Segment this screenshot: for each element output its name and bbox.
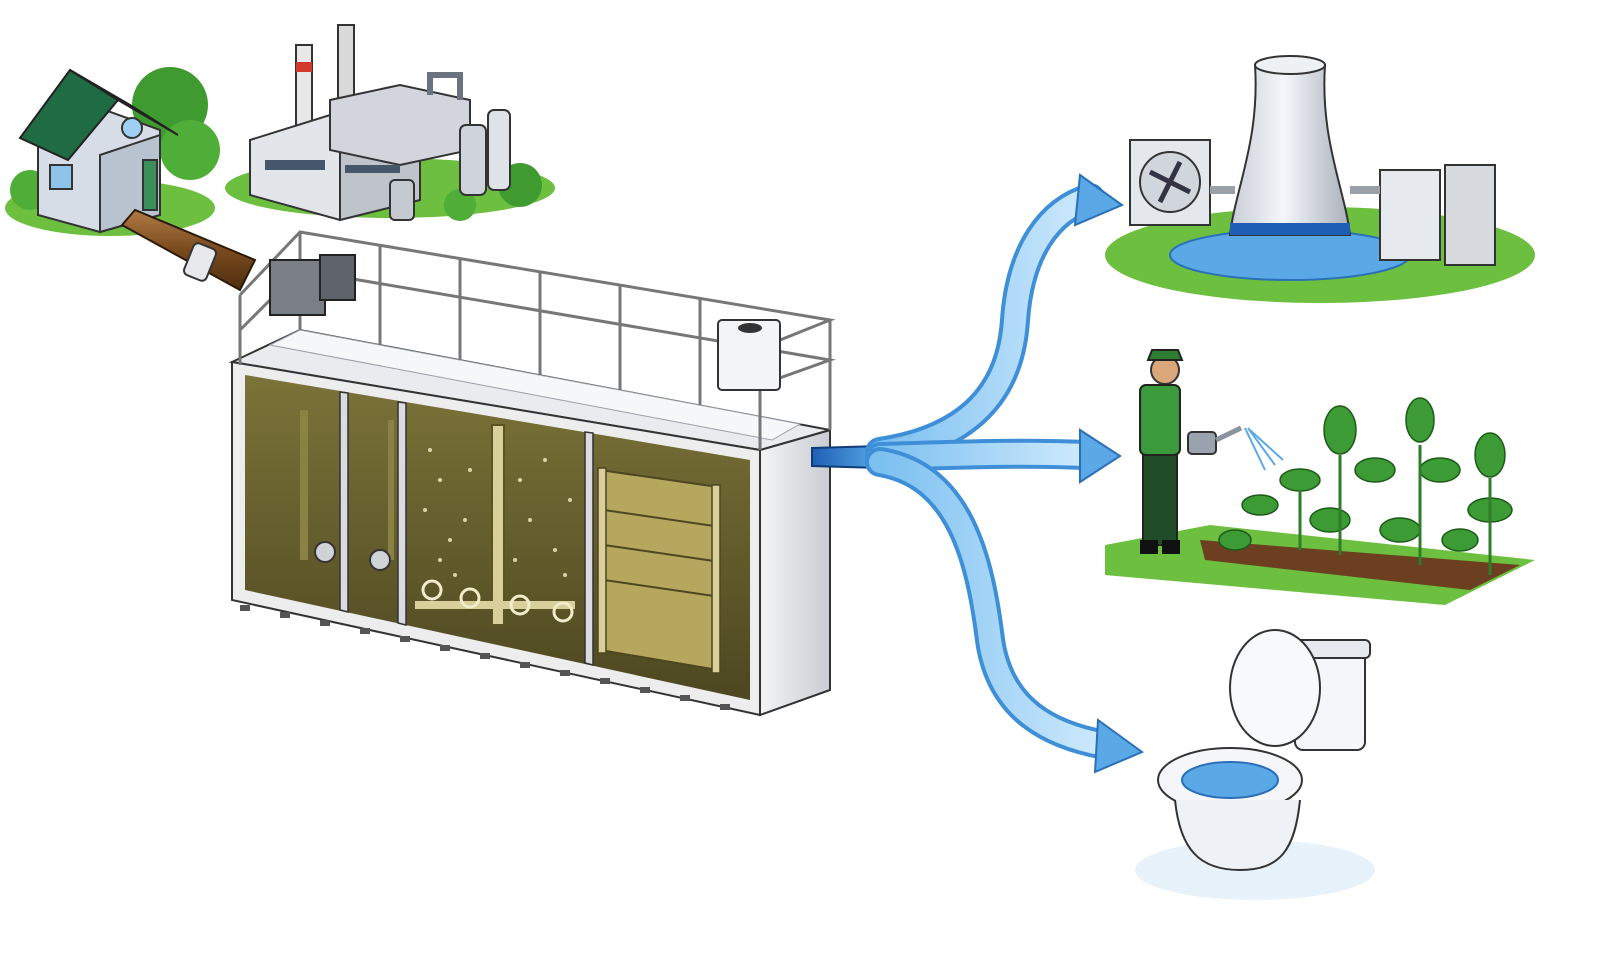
wastewater-treatment-tank-icon xyxy=(228,230,836,717)
anoxic-chamber-icon xyxy=(369,420,394,571)
aeration-chamber-icon xyxy=(415,424,575,626)
membrane-chamber-icon xyxy=(597,467,721,674)
gardener-watering-plants-icon xyxy=(1105,349,1535,605)
settling-chamber-icon xyxy=(300,410,336,563)
factory-icon xyxy=(225,24,555,222)
house-icon xyxy=(5,67,220,236)
toilet-icon xyxy=(1135,629,1375,900)
arrow-to-cooling-tower xyxy=(865,173,1125,467)
inflow-pipe xyxy=(120,208,257,292)
cooling-tower-icon xyxy=(1105,55,1535,303)
arrow-to-toilet xyxy=(865,447,1145,774)
reuse-flow-arrows xyxy=(865,173,1145,774)
